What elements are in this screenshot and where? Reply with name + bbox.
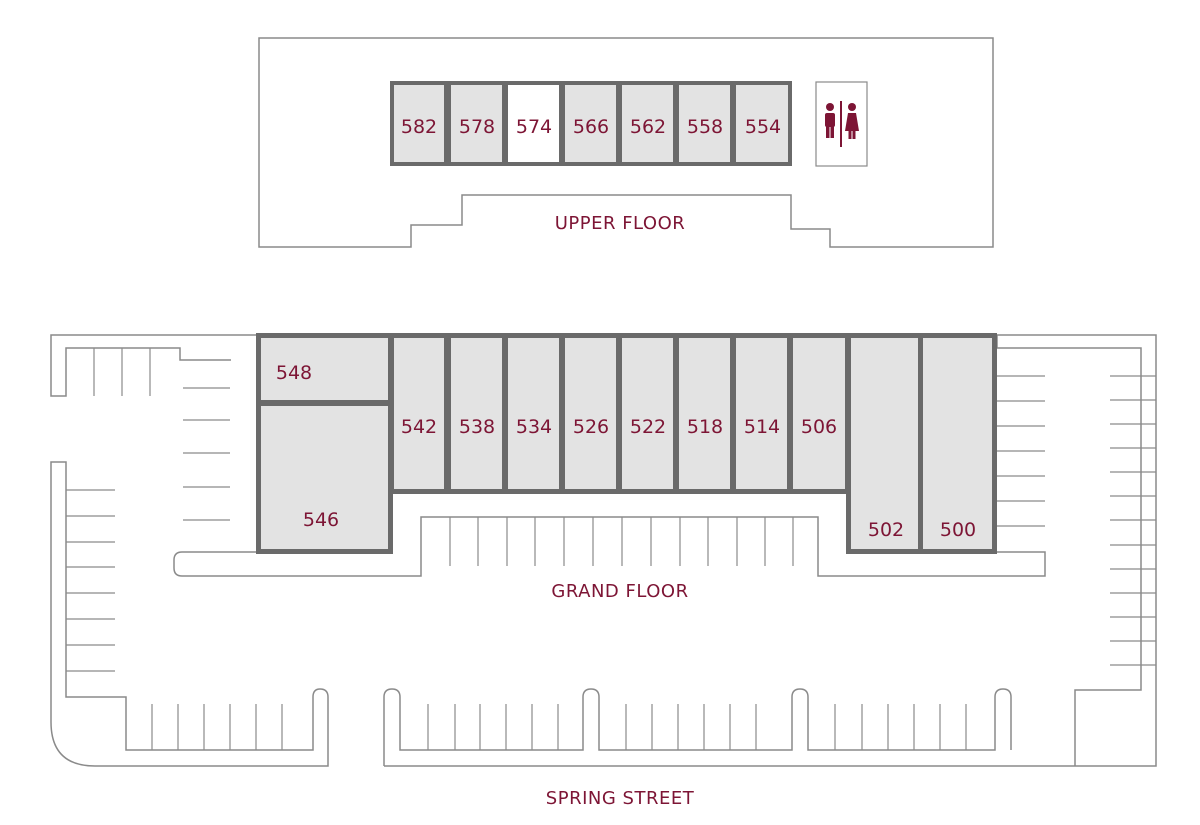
upper-floor-outline — [258, 37, 994, 248]
restroom[interactable] — [815, 81, 868, 167]
street-label: SPRING STREET — [546, 788, 695, 809]
parking-stalls-central — [449, 517, 794, 566]
unit-514-label: 514 — [744, 416, 780, 438]
unit-534[interactable]: 534 — [508, 338, 559, 489]
unit-582-shape[interactable] — [394, 85, 444, 162]
parking-stalls-inner-left — [183, 387, 230, 521]
unit-522-label: 522 — [630, 416, 666, 438]
unit-522[interactable]: 522 — [622, 338, 673, 489]
unit-518-shape[interactable] — [679, 338, 730, 489]
unit-538[interactable]: 538 — [451, 338, 502, 489]
site-boundary-left — [50, 334, 256, 397]
unit-502-shape[interactable] — [851, 338, 918, 549]
unit-578[interactable]: 578 — [451, 85, 502, 162]
unit-578-label: 578 — [459, 116, 495, 138]
unit-502[interactable]: 502 — [851, 338, 918, 549]
unit-506-label: 506 — [801, 416, 837, 438]
unit-518[interactable]: 518 — [679, 338, 730, 489]
unit-574-label: 574 — [516, 116, 552, 138]
unit-548-label: 548 — [276, 362, 312, 384]
unit-574[interactable]: 574 — [508, 85, 559, 162]
unit-562[interactable]: 562 — [622, 85, 673, 162]
unit-582[interactable]: 582 — [394, 85, 444, 162]
parking-stalls-south — [427, 704, 967, 750]
unit-554-label: 554 — [745, 116, 781, 138]
upper-floor: 582 578 574 566 562 558 — [258, 37, 994, 248]
unit-546-label: 546 — [303, 509, 339, 531]
central-island — [173, 516, 1046, 577]
unit-548-shape[interactable] — [261, 338, 388, 400]
unit-562-shape[interactable] — [622, 85, 673, 162]
unit-538-shape[interactable] — [451, 338, 502, 489]
unit-546-shape[interactable] — [261, 406, 388, 549]
unit-542-label: 542 — [401, 416, 437, 438]
unit-534-label: 534 — [516, 416, 552, 438]
unit-506[interactable]: 506 — [793, 338, 845, 489]
unit-548[interactable]: 548 — [261, 338, 388, 400]
unit-558-shape[interactable] — [679, 85, 730, 162]
parking-stalls-east-inner — [997, 375, 1045, 527]
unit-542-shape[interactable] — [394, 338, 444, 489]
unit-500[interactable]: 500 — [923, 338, 992, 549]
unit-526[interactable]: 526 — [565, 338, 616, 489]
unit-502-label: 502 — [868, 519, 904, 541]
grand-floor-site: 548 546 542 538 534 526 — [50, 333, 1157, 767]
unit-566-shape[interactable] — [565, 85, 616, 162]
unit-518-label: 518 — [687, 416, 723, 438]
unit-538-label: 538 — [459, 416, 495, 438]
unit-574-shape[interactable] — [508, 85, 559, 162]
unit-500-label: 500 — [940, 519, 976, 541]
unit-566[interactable]: 566 — [565, 85, 616, 162]
unit-500-shape[interactable] — [923, 338, 992, 549]
upper-floor-units: 582 578 574 566 562 558 — [390, 81, 792, 166]
unit-566-label: 566 — [573, 116, 609, 138]
unit-558-label: 558 — [687, 116, 723, 138]
unit-506-shape[interactable] — [793, 338, 845, 489]
parking-stalls-east — [1110, 375, 1156, 666]
unit-562-label: 562 — [630, 116, 666, 138]
unit-546[interactable]: 546 — [261, 406, 388, 549]
unit-514[interactable]: 514 — [736, 338, 787, 489]
unit-534-shape[interactable] — [508, 338, 559, 489]
unit-542[interactable]: 542 — [394, 338, 444, 489]
unit-558[interactable]: 558 — [679, 85, 730, 162]
parking-stalls-north-left — [93, 348, 151, 396]
unit-526-label: 526 — [573, 416, 609, 438]
unit-526-shape[interactable] — [565, 338, 616, 489]
unit-522-shape[interactable] — [622, 338, 673, 489]
upper-floor-label: UPPER FLOOR — [555, 213, 686, 234]
unit-554-shape[interactable] — [736, 85, 788, 162]
unit-582-label: 582 — [401, 116, 437, 138]
unit-514-shape[interactable] — [736, 338, 787, 489]
grand-floor-label: GRAND FLOOR — [551, 581, 688, 602]
grand-floor-units: 548 546 542 538 534 526 — [256, 333, 997, 554]
unit-554[interactable]: 554 — [736, 85, 788, 162]
parking-stalls-west — [66, 489, 115, 672]
unit-578-shape[interactable] — [451, 85, 502, 162]
restroom-icon — [825, 101, 859, 147]
parking-stalls-south-west — [151, 704, 283, 750]
site-boundary-west — [50, 461, 329, 767]
